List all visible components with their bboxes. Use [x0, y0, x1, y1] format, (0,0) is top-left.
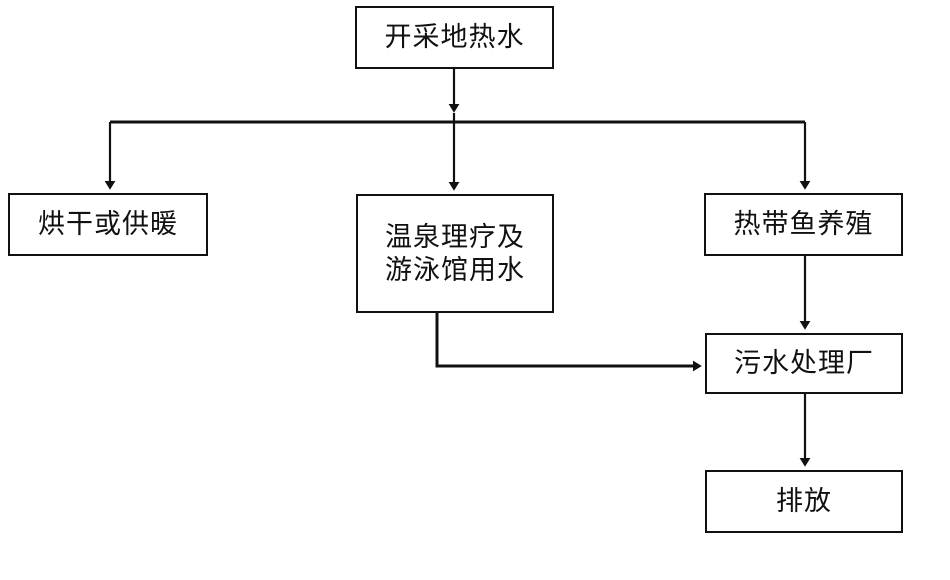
node-label: 排放	[776, 486, 832, 517]
node-drying-or-heating[interactable]: 烘干或供暖	[8, 193, 208, 256]
node-hotspring-therapy-and-pool-water[interactable]: 温泉理疗及 游泳馆用水	[356, 194, 554, 313]
node-tropical-fish-farming[interactable]: 热带鱼养殖	[704, 193, 903, 256]
node-label: 烘干或供暖	[38, 209, 178, 240]
node-label: 热带鱼养殖	[733, 209, 874, 240]
node-label: 污水处理厂	[734, 348, 874, 379]
edge-spa-to-sewage	[435, 313, 702, 372]
node-sewage-treatment-plant[interactable]: 污水处理厂	[705, 333, 903, 394]
node-discharge[interactable]: 排放	[705, 470, 903, 533]
node-label: 开采地热水	[384, 22, 525, 53]
node-extract-geothermal-water[interactable]: 开采地热水	[355, 6, 554, 69]
node-label: 温泉理疗及 游泳馆用水	[385, 221, 525, 285]
